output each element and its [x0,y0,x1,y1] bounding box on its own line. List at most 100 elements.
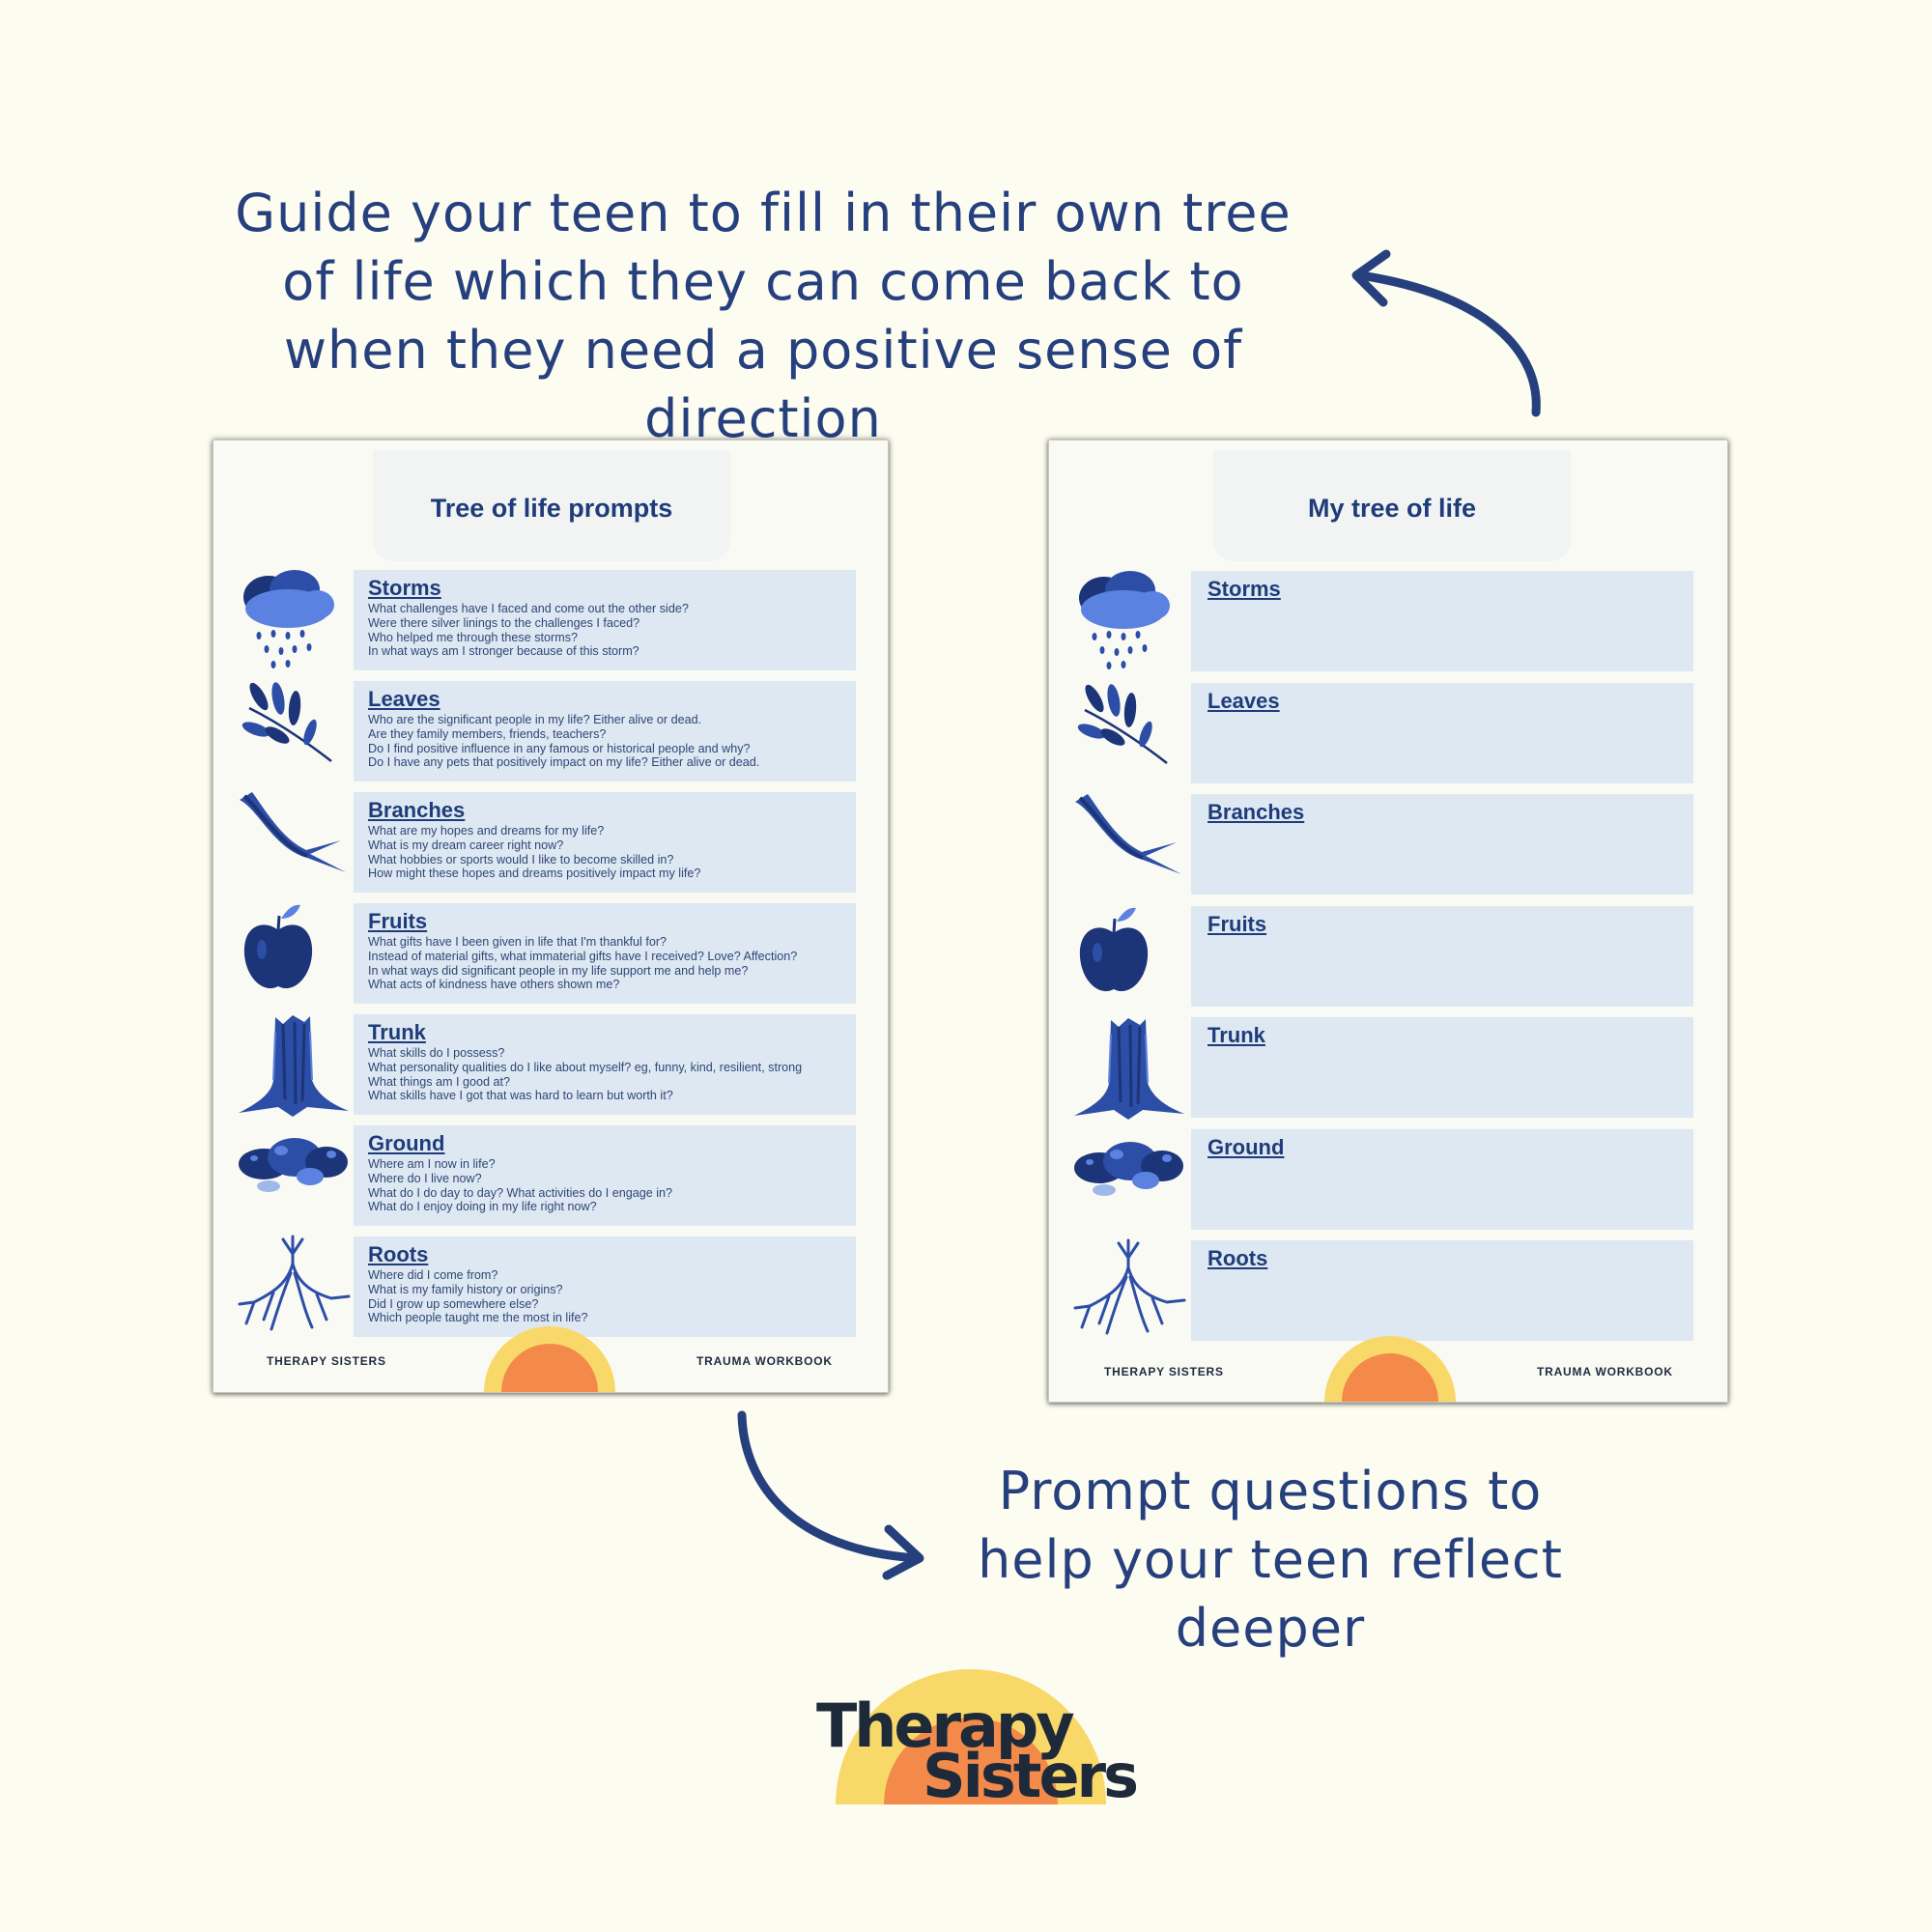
row-heading: Branches [368,798,466,822]
leaves-icon [235,679,341,770]
curved-arrow-icon-top [1351,249,1541,417]
storm-cloud-icon [235,568,341,678]
row-heading: Roots [1208,1246,1268,1270]
prompt-question: How might these hopes and dreams positiv… [368,867,701,881]
prompt-question: Who are the significant people in my lif… [368,713,702,726]
prompt-question: In what ways did significant people in m… [368,963,749,978]
logo-word-sisters: Sisters [923,1741,1139,1811]
row-heading: Storms [368,576,441,600]
roots-icon [1070,1238,1186,1339]
therapy-sisters-logo: Therapy Sisters [811,1662,1139,1811]
logo-sun-icon [836,1669,1106,1804]
roots-icon [235,1235,351,1335]
branch-icon [1070,792,1186,883]
tree-trunk-icon [235,1012,351,1122]
prompt-question: What personality qualities do I like abo… [368,1060,803,1074]
prompt-question: Did I grow up somewhere else? [368,1296,539,1311]
row-heading: Branches [1208,800,1305,824]
title-box: Tree of life prompts [373,450,730,561]
prompt-box [354,792,856,893]
footer-workbook: TRAUMA WORKBOOK [696,1354,833,1368]
title-box: My tree of life [1213,450,1571,561]
prompt-box [354,1014,856,1115]
leaves-icon [1070,681,1177,772]
row-branches: Branches [1049,794,1727,895]
row-heading: Fruits [368,909,428,933]
entry-box[interactable] [1191,682,1693,783]
entry-box[interactable] [1191,1240,1693,1341]
prompt-question: What skills have I got that was hard to … [368,1089,673,1103]
prompt-question: What is my dream career right now? [368,838,564,852]
row-roots: Roots [1049,1238,1727,1341]
prompt-question: Where did I come from? [368,1268,498,1282]
caption-top: Guide your teen to fill in their own tre… [235,183,1292,449]
prompt-question: Are they family members, friends, teache… [368,726,607,741]
ground-rocks-icon [235,1123,351,1205]
my-tree-worksheet: My tree of life Storms Leaves Branche [1048,440,1728,1403]
entry-box[interactable] [1191,794,1693,895]
worksheet-title: Tree of life prompts [430,494,673,523]
prompt-question: Do I find positive influence in any famo… [368,741,751,755]
prompt-question: What is my family history or origins? [368,1282,563,1296]
curved-arrow-icon-bottom [737,1410,924,1580]
prompt-box [354,1236,856,1337]
prompt-question: Who helped me through these storms? [368,630,579,644]
prompt-box [354,570,856,670]
prompt-question: Instead of material gifts, what immateri… [368,949,798,963]
prompt-question: What gifts have I been given in life tha… [368,935,668,949]
prompt-question: What acts of kindness have others shown … [368,978,620,992]
footer-brand: THERAPY SISTERS [1104,1365,1224,1378]
prompt-question: Where do I live now? [368,1171,482,1185]
entry-box[interactable] [1191,1128,1693,1230]
apple-icon [235,901,322,1002]
prompt-question: Where am I now in life? [368,1157,496,1171]
row-ground: Ground [1049,1127,1727,1230]
apple-icon [1070,904,1157,1005]
sun-icon [1324,1336,1456,1402]
worksheet-title: My tree of life [1307,494,1477,523]
row-leaves: Leaves [1049,681,1727,783]
footer-workbook: TRAUMA WORKBOOK [1537,1365,1673,1378]
row-heading: Trunk [1208,1023,1265,1047]
row-heading: Storms [1208,577,1281,601]
prompt-question: Do I have any pets that positively impac… [368,755,760,770]
row-heading: Roots [368,1242,429,1266]
prompt-question: Which people taught me the most in life? [368,1311,588,1325]
row-heading: Leaves [368,687,440,711]
prompt-question: Were there silver linings to the challen… [368,615,640,630]
row-heading: Leaves [1208,688,1280,713]
sun-icon [484,1326,615,1392]
ground-rocks-icon [1070,1127,1186,1208]
row-heading: Ground [368,1131,445,1155]
row-heading: Trunk [368,1020,426,1044]
prompt-box [354,681,856,781]
row-heading: Ground [1208,1134,1285,1159]
row-fruits: Fruits [1049,904,1727,1007]
prompt-question: What challenges have I faced and come ou… [368,602,689,615]
prompt-question: What skills do I possess? [368,1046,505,1060]
entry-box[interactable] [1191,905,1693,1007]
storm-cloud-icon [1070,569,1177,679]
prompt-box [354,903,856,1004]
tree-trunk-icon [1070,1015,1186,1125]
row-trunk: Trunk [1049,1017,1727,1120]
prompt-question: What things am I good at? [368,1074,511,1089]
footer-brand: THERAPY SISTERS [267,1354,386,1368]
entry-box[interactable] [1191,571,1693,671]
row-storms: Storms [1049,571,1727,671]
entry-box[interactable] [1191,1017,1693,1118]
caption-bottom: Prompt questions to help your teen refle… [978,1461,1563,1659]
prompt-question: In what ways am I stronger because of th… [368,644,639,659]
branch-icon [235,790,351,881]
prompt-box [354,1125,856,1226]
logo-word-therapy: Therapy [816,1690,1075,1761]
row-heading: Fruits [1208,911,1267,936]
